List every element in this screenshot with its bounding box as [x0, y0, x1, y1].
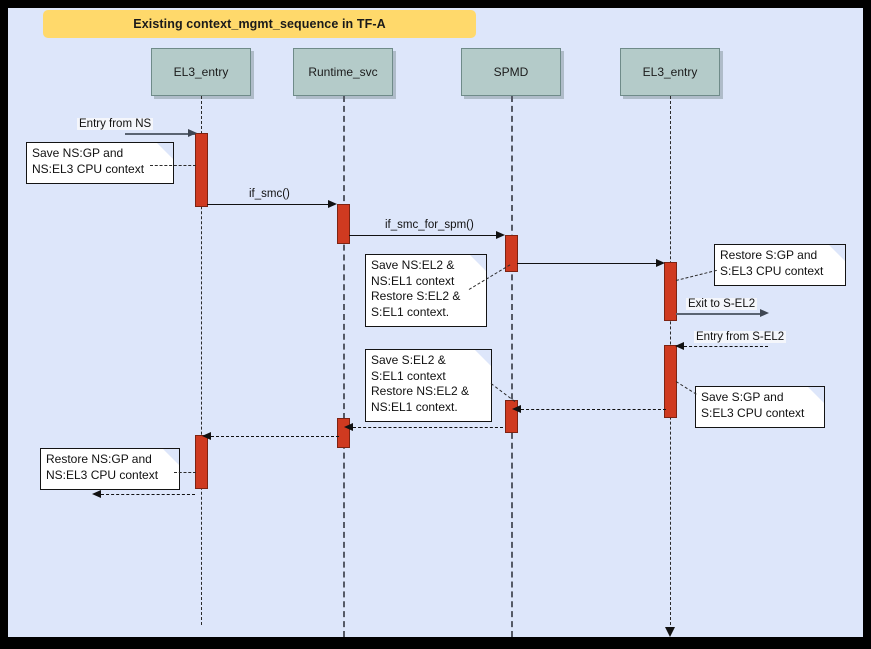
message-arrowhead-icon — [344, 422, 353, 431]
message-label-exit-to-s-el2: Exit to S-EL2 — [686, 298, 758, 310]
message-line-if-smc-for-spm — [349, 235, 499, 236]
lifeline-head-el3-entry-right[interactable]: EL3_entry — [620, 48, 720, 96]
note-connector-1 — [150, 165, 196, 166]
lifeline-label: Runtime_svc — [308, 65, 378, 79]
note-text: Save S:GP and S:EL3 CPU context — [701, 390, 805, 420]
message-line-entry-from-s-el2 — [684, 346, 768, 347]
note-text: Save S:EL2 & S:EL1 context Restore NS:EL… — [371, 353, 470, 414]
lifeline-label: EL3_entry — [173, 65, 229, 79]
message-line-runtime-svc-to-el3-left — [211, 436, 339, 437]
note-text: Restore S:GP and S:EL3 CPU context — [720, 248, 824, 278]
note-connector-6 — [174, 472, 196, 473]
lifeline-el3-entry-left — [201, 96, 202, 625]
lifeline-label: EL3_entry — [642, 65, 698, 79]
note-fold-line-icon — [802, 387, 824, 409]
message-arrowhead-icon — [656, 258, 665, 267]
message-label-entry-from-ns: Entry from NS — [77, 118, 154, 130]
note-restore-s-gp: Restore S:GP and S:EL3 CPU context — [714, 244, 846, 286]
message-label-if-smc: if_smc() — [249, 188, 290, 200]
activation-runtime-svc-1 — [337, 204, 350, 244]
note-connector-4 — [675, 381, 697, 395]
message-label-if-smc-for-spm: if_smc_for_spm() — [385, 219, 474, 231]
message-arrowhead-icon — [496, 230, 505, 239]
message-arrowhead-icon — [760, 308, 769, 317]
note-fold-line-icon — [464, 255, 486, 277]
page-title: Existing context_mgmt_sequence in TF-A — [133, 17, 386, 31]
note-text: Save NS:GP and NS:EL3 CPU context — [32, 146, 145, 176]
lifeline-runtime-svc — [343, 96, 345, 637]
note-fold-line-icon — [823, 245, 845, 267]
note-text: Restore NS:GP and NS:EL3 CPU context — [46, 452, 159, 482]
diagram-title-bar: Existing context_mgmt_sequence in TF-A — [43, 10, 476, 38]
activation-el3-left-2 — [195, 435, 208, 489]
message-arrowhead-icon — [188, 128, 197, 137]
diagram-canvas: Existing context_mgmt_sequence in TF-A E… — [8, 8, 863, 637]
lifeline-spmd — [511, 96, 513, 637]
message-arrowhead-icon — [202, 431, 211, 440]
message-arrowhead-icon — [512, 404, 521, 413]
note-save-ns-gp: Save NS:GP and NS:EL3 CPU context — [26, 142, 174, 184]
lifeline-head-spmd[interactable]: SPMD — [461, 48, 561, 96]
note-save-s-gp: Save S:GP and S:EL3 CPU context — [695, 386, 825, 428]
lifeline-end-arrow-icon — [665, 627, 675, 637]
note-restore-ns-gp: Restore NS:GP and NS:EL3 CPU context — [40, 448, 180, 490]
activation-el3-right-1 — [664, 262, 677, 321]
note-text: Save NS:EL2 & NS:EL1 context Restore S:E… — [371, 258, 461, 319]
activation-el3-left-1 — [195, 133, 208, 207]
note-fold-line-icon — [151, 143, 173, 165]
message-arrowhead-icon — [675, 341, 684, 350]
note-save-s-el2: Save S:EL2 & S:EL1 context Restore NS:EL… — [365, 349, 492, 422]
activation-el3-right-2 — [664, 345, 677, 418]
message-line-entry-from-ns — [125, 133, 195, 135]
message-line-el3-right-to-spmd — [521, 409, 666, 410]
note-save-ns-el2: Save NS:EL2 & NS:EL1 context Restore S:E… — [365, 254, 487, 327]
message-line-exit-to-s-el2 — [676, 313, 764, 315]
message-line-if-smc — [207, 204, 331, 205]
note-fold-line-icon — [469, 350, 491, 372]
activation-spmd-1 — [505, 235, 518, 272]
lifeline-head-el3-entry-left[interactable]: EL3_entry — [151, 48, 251, 96]
note-connector-3 — [675, 269, 717, 281]
message-label-entry-from-s-el2: Entry from S-EL2 — [694, 331, 787, 343]
message-arrowhead-icon — [328, 199, 337, 208]
message-arrowhead-icon — [92, 489, 101, 498]
lifeline-label: SPMD — [493, 65, 529, 79]
message-line-el3-left-exit — [101, 494, 195, 495]
note-fold-line-icon — [157, 449, 179, 471]
message-line-spmd-to-runtime-svc — [353, 427, 503, 428]
lifeline-head-runtime-svc[interactable]: Runtime_svc — [293, 48, 393, 96]
message-line-spmd-to-el3-right — [517, 263, 659, 264]
